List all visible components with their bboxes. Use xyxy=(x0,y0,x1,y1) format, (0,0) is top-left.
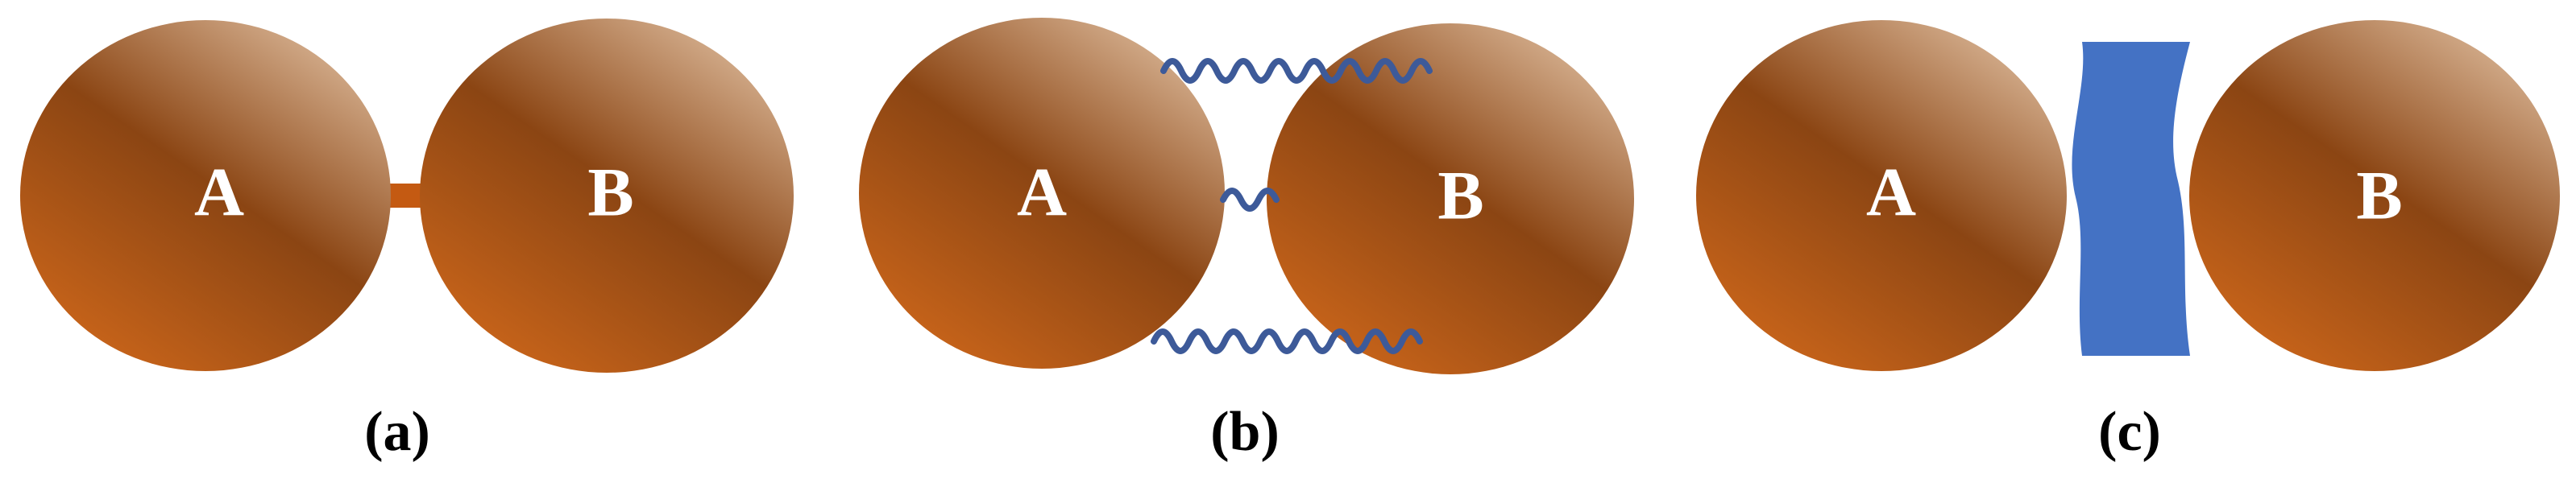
panel-b: A B (b) xyxy=(859,18,1634,463)
panel-c-caption: (c) xyxy=(2098,401,2161,463)
middle-wave-spring xyxy=(1220,188,1280,212)
sphere-b xyxy=(2189,20,2560,371)
sphere-b xyxy=(1267,23,1634,374)
sphere-b xyxy=(420,19,794,373)
top-wave-spring xyxy=(1160,58,1433,84)
panel-a: A B (a) xyxy=(20,19,794,463)
sphere-a-label: A xyxy=(1866,154,1916,231)
panel-b-caption: (b) xyxy=(1210,401,1280,463)
sphere-b-label: B xyxy=(587,154,633,231)
sphere-b-label: B xyxy=(2356,157,2402,234)
bottom-wave-spring xyxy=(1151,328,1423,354)
rigid-bond xyxy=(387,184,423,208)
sphere-a-label: A xyxy=(194,154,244,231)
fluid-bridge xyxy=(2072,42,2190,356)
sphere-a xyxy=(20,20,391,371)
panel-a-caption: (a) xyxy=(364,401,430,463)
panel-c: A B (c) xyxy=(1696,20,2560,463)
sphere-a xyxy=(859,18,1225,369)
sphere-b-label: B xyxy=(1437,157,1483,234)
sphere-a-label: A xyxy=(1017,154,1067,231)
sphere-a xyxy=(1696,20,2067,371)
